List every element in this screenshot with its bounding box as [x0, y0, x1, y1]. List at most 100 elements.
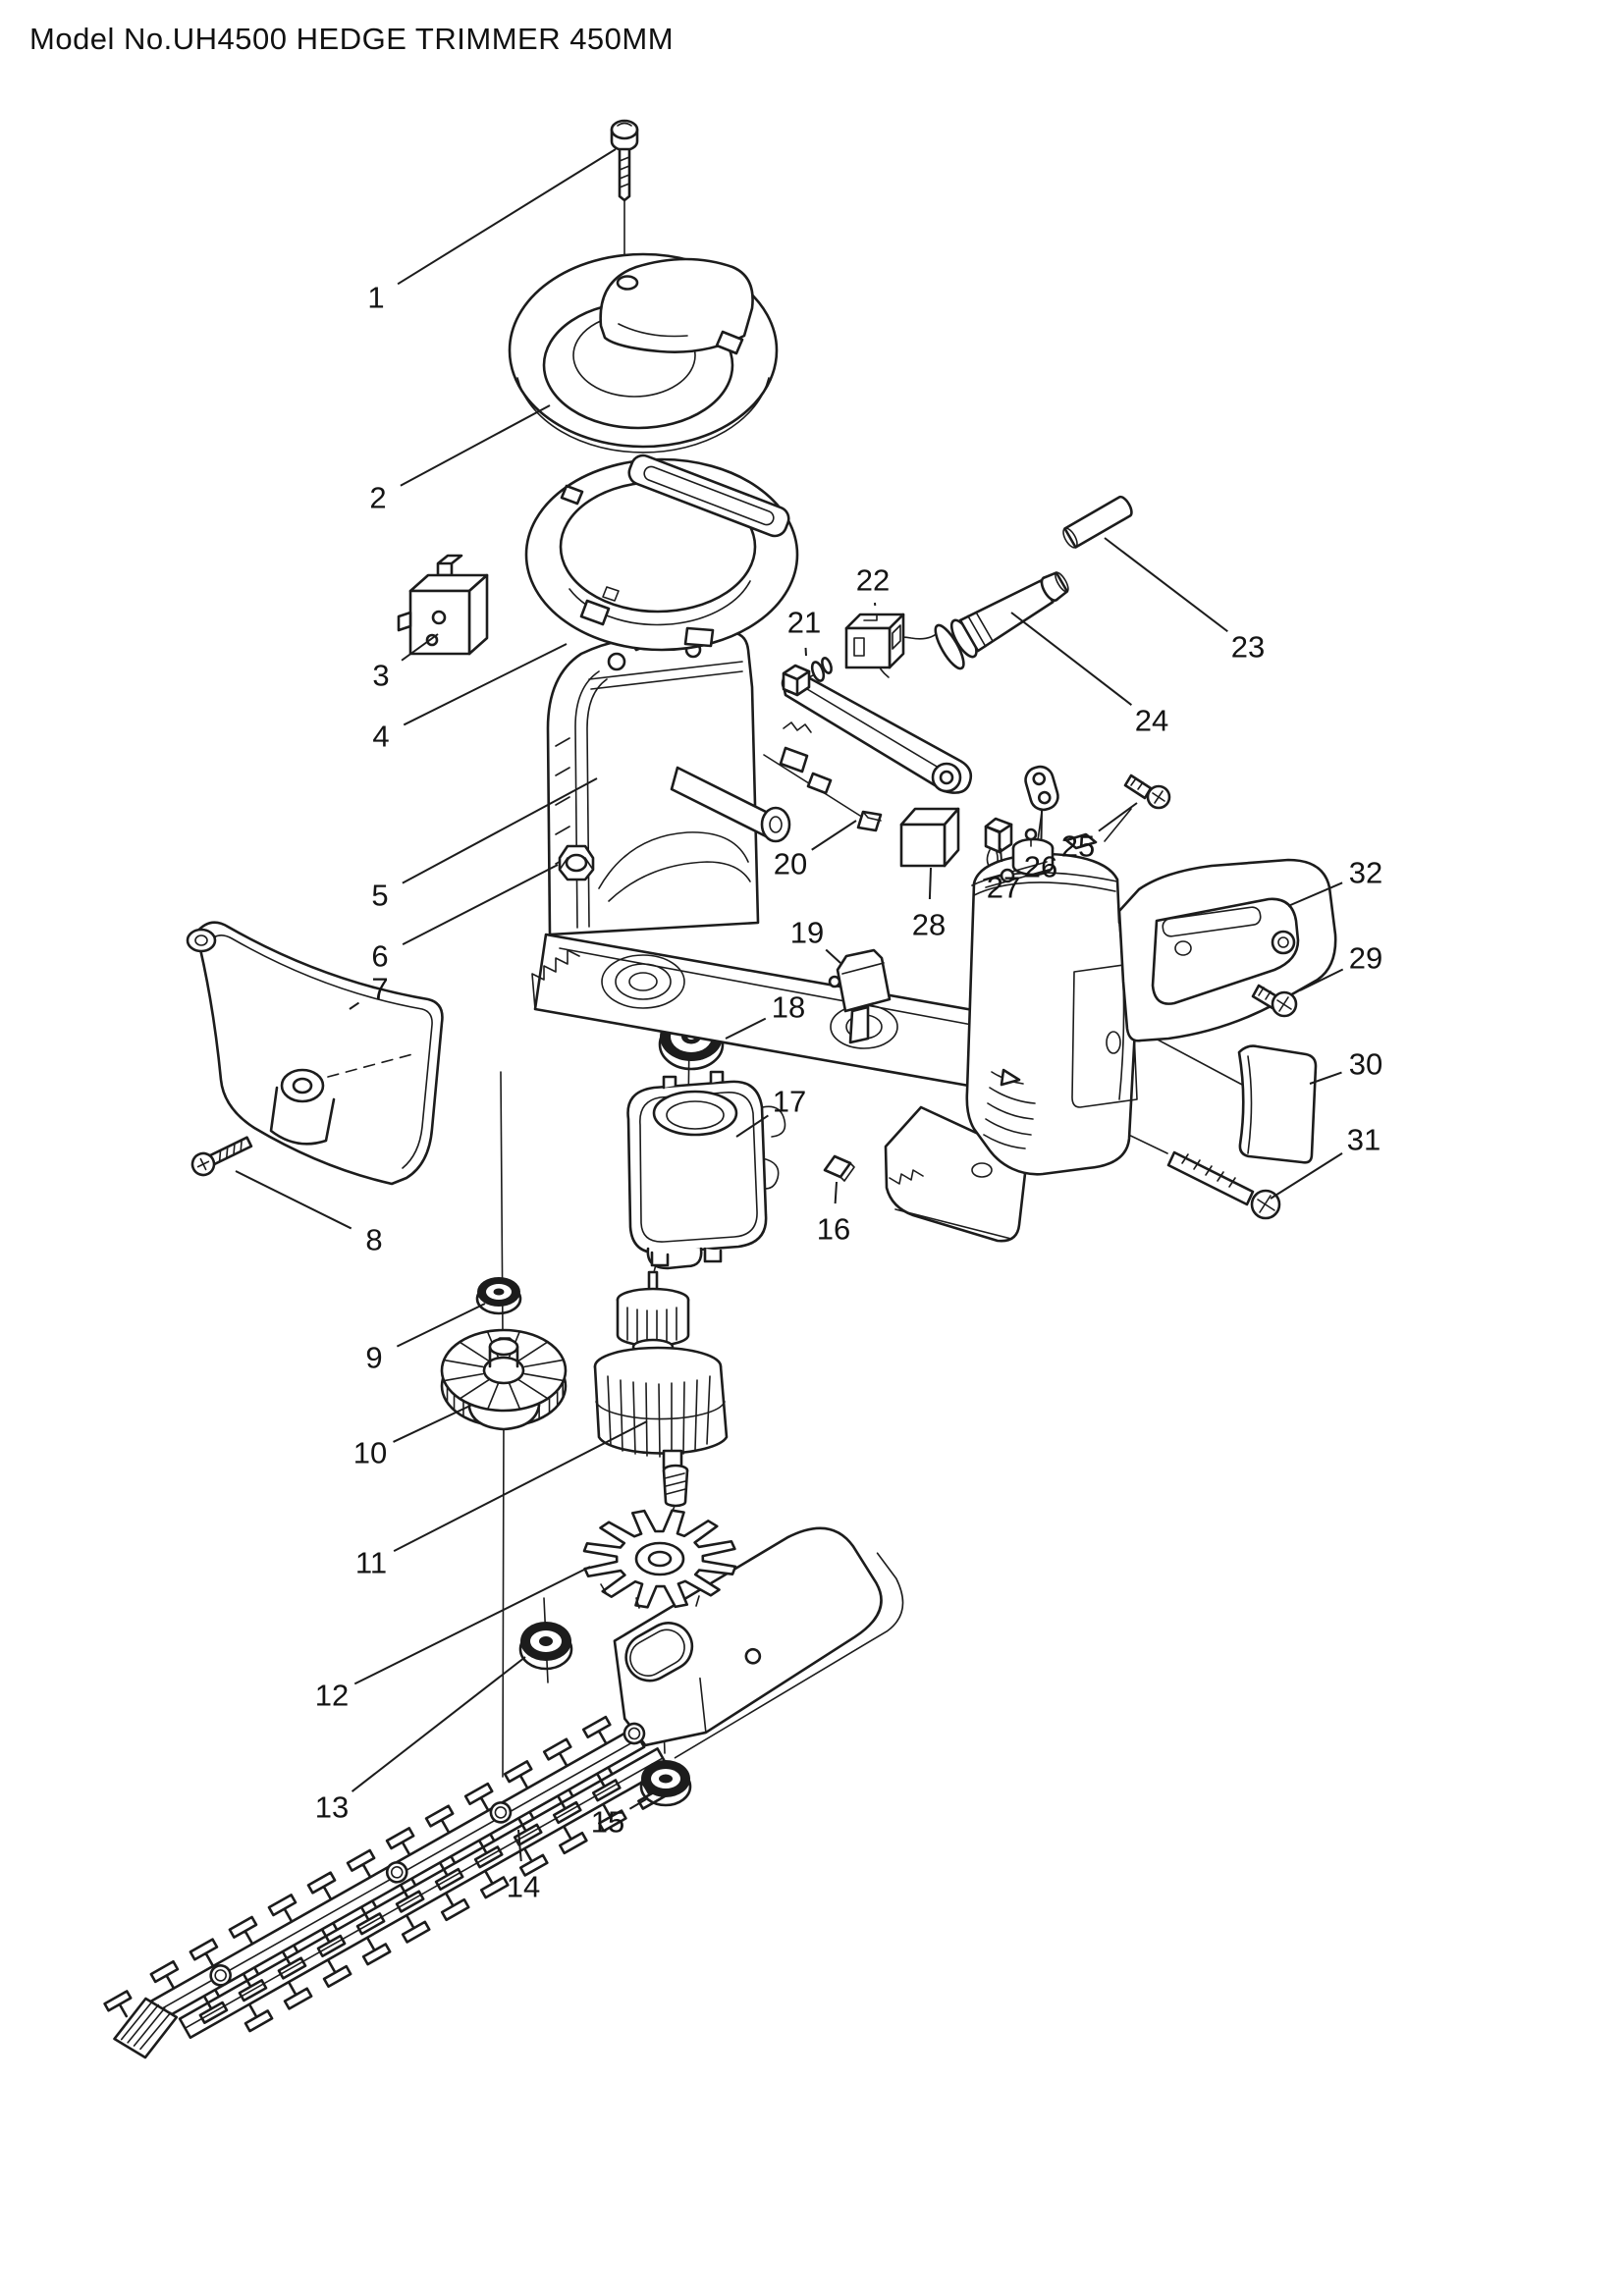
part-3-switch-drawing	[397, 554, 489, 656]
blade-back-bar	[178, 1745, 670, 2040]
blade-end-foot	[103, 1990, 179, 2059]
part-29-screw-drawing	[1251, 984, 1298, 1018]
part-leader-26	[1040, 810, 1043, 842]
part-leader-19	[825, 948, 841, 964]
part-9-bearing-drawing	[475, 1277, 522, 1315]
gear-rib	[517, 1379, 548, 1400]
part-leader-32	[1287, 881, 1343, 907]
part-7-hand-guard-drawing	[186, 921, 444, 1186]
part-label-14: 14	[507, 1870, 540, 1904]
part-leader-25	[1098, 802, 1138, 832]
part-leader-31	[1270, 1152, 1343, 1200]
part-24-cord-guard-drawing	[875, 571, 1069, 678]
part-11-armature-drawing	[593, 1270, 729, 1508]
part-label-17: 17	[773, 1085, 806, 1119]
part-label-28: 28	[912, 908, 946, 942]
part-label-4: 4	[372, 720, 389, 754]
part-leader-15	[628, 1798, 647, 1810]
part-leader-20	[811, 820, 857, 851]
hidden-edge-lines	[327, 1052, 417, 1078]
part-label-2: 2	[369, 481, 386, 515]
part-leader-2	[400, 404, 551, 487]
gear-rib	[460, 1341, 490, 1362]
part-leader-11	[393, 1420, 648, 1553]
part-leader-3	[401, 633, 439, 662]
axis-line-13	[1104, 808, 1132, 842]
part-label-9: 9	[365, 1341, 382, 1375]
blade-nuts	[209, 1801, 513, 1987]
part-22-connector-drawing	[844, 613, 905, 669]
part-leader-23	[1104, 537, 1228, 633]
part-label-19: 19	[790, 916, 824, 950]
part-2-cover-drawing	[508, 252, 779, 454]
part-label-15: 15	[591, 1805, 624, 1840]
part-leader-12	[353, 1566, 591, 1685]
part-leader-5	[402, 777, 598, 884]
part-label-1: 1	[367, 281, 384, 315]
part-17-field-drawing	[626, 1070, 786, 1270]
part-label-11: 11	[355, 1546, 387, 1580]
part-leader-14	[517, 1829, 522, 1862]
part-label-5: 5	[371, 879, 388, 913]
part-30-name-plate-drawing	[1237, 1044, 1318, 1164]
part-label-3: 3	[372, 659, 389, 693]
gear-rib	[487, 1382, 500, 1410]
part-leader-29	[1299, 968, 1344, 991]
part-6-nut-drawing	[558, 844, 595, 881]
part-1-screw-drawing	[610, 119, 639, 202]
part-26-link-plate-drawing	[1024, 765, 1059, 812]
part-31-screw-drawing	[1166, 1150, 1281, 1220]
part-27-brush-drawing	[984, 817, 1013, 871]
gear-rib	[508, 1382, 520, 1410]
part-leader-1	[397, 148, 617, 286]
blade-cam-plate	[613, 1526, 904, 1759]
part-leader-10	[393, 1404, 473, 1443]
gear-rib	[517, 1341, 548, 1362]
part-15-bearing-drawing	[639, 1760, 692, 1807]
part-12-fan-drawing	[582, 1509, 737, 1609]
gear-rib	[523, 1372, 564, 1382]
part-leader-7	[349, 1001, 360, 1010]
part-label-12: 12	[315, 1679, 349, 1713]
part-14-blade-assembly-drawing	[103, 1526, 904, 2059]
part-8-screw-drawing	[190, 1136, 253, 1177]
part-label-22: 22	[856, 563, 890, 598]
part-label-32: 32	[1349, 856, 1382, 890]
part-28-cover-drawing	[899, 807, 960, 868]
part-label-18: 18	[772, 990, 805, 1025]
part-13-bearing-drawing	[518, 1622, 573, 1671]
part-leader-24	[1010, 612, 1133, 706]
part-leader-13	[351, 1656, 526, 1792]
part-label-24: 24	[1135, 704, 1168, 738]
part-4-ring-drawing	[524, 454, 799, 652]
part-21-screw-drawing	[782, 657, 833, 697]
gear-rib	[444, 1372, 484, 1382]
part-label-10: 10	[353, 1436, 387, 1470]
part-label-16: 16	[817, 1212, 850, 1247]
part-leader-17	[735, 1114, 769, 1138]
part-20-wedge-drawing	[856, 810, 883, 832]
part-label-6: 6	[371, 939, 388, 974]
page-title: Model No.UH4500 HEDGE TRIMMER 450MM	[29, 22, 675, 56]
part-23-tube-drawing	[1062, 495, 1133, 549]
part-leader-30	[1309, 1071, 1342, 1085]
part-10-gear-drawing	[440, 1328, 568, 1431]
part-label-30: 30	[1349, 1047, 1382, 1082]
dashed-line-0	[327, 1052, 417, 1078]
part-leader-8	[235, 1170, 352, 1230]
part-16-key-drawing	[823, 1154, 855, 1182]
part-19-switch-lever-drawing	[828, 948, 892, 1044]
part-label-21: 21	[787, 606, 821, 640]
gear-rib	[444, 1359, 484, 1368]
part-label-29: 29	[1349, 941, 1382, 976]
part-leader-9	[396, 1303, 486, 1348]
part-label-20: 20	[774, 847, 807, 881]
part-label-31: 31	[1347, 1123, 1380, 1157]
part-label-7: 7	[371, 972, 388, 1006]
part-label-25: 25	[1061, 829, 1095, 864]
part-leader-6	[402, 864, 559, 946]
part-leader-18	[725, 1017, 767, 1040]
part-label-13: 13	[315, 1790, 349, 1825]
